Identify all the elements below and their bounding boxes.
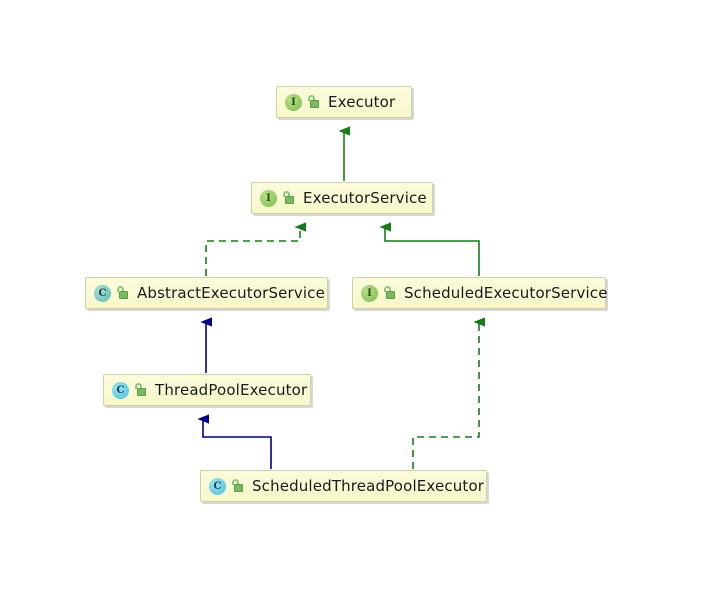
lock-icon (231, 479, 244, 493)
class-icon: C (209, 477, 226, 495)
node-label: ThreadPoolExecutor (155, 380, 308, 399)
interface-icon: I (285, 93, 302, 111)
edge-scheduledthreadpoolexecutor-to-scheduledexecutorservice (412, 317, 485, 469)
node-scheduled-thread-pool-executor[interactable]: C ScheduledThreadPoolExecutor (200, 470, 487, 502)
lock-icon (383, 286, 396, 300)
interface-icon: I (260, 189, 277, 207)
lock-icon (307, 95, 320, 109)
edge-scheduledthreadpoolexecutor-to-threadpoolexecutor (197, 414, 272, 469)
class-icon: C (94, 284, 111, 302)
edge-scheduledexecutorservice-to-executorservice (379, 222, 480, 276)
node-executor[interactable]: I Executor (276, 86, 412, 118)
interface-icon: I (361, 284, 378, 302)
edge-abstractexecutorservice-to-executorservice (205, 222, 306, 276)
node-scheduled-executor-service[interactable]: I ScheduledExecutorService (352, 277, 608, 309)
class-icon: C (112, 381, 129, 399)
node-executor-service[interactable]: I ExecutorService (251, 182, 433, 214)
node-label: AbstractExecutorService (137, 283, 325, 302)
node-label: ExecutorService (303, 188, 427, 207)
lock-icon (134, 383, 147, 397)
node-label: Executor (328, 92, 396, 111)
lock-icon (282, 191, 295, 205)
lock-icon (116, 286, 129, 300)
node-abstract-executor-service[interactable]: C AbstractExecutorService (85, 277, 328, 309)
node-label: ScheduledExecutorService (404, 283, 608, 302)
node-thread-pool-executor[interactable]: C ThreadPoolExecutor (103, 374, 311, 406)
node-label: ScheduledThreadPoolExecutor (252, 476, 485, 495)
